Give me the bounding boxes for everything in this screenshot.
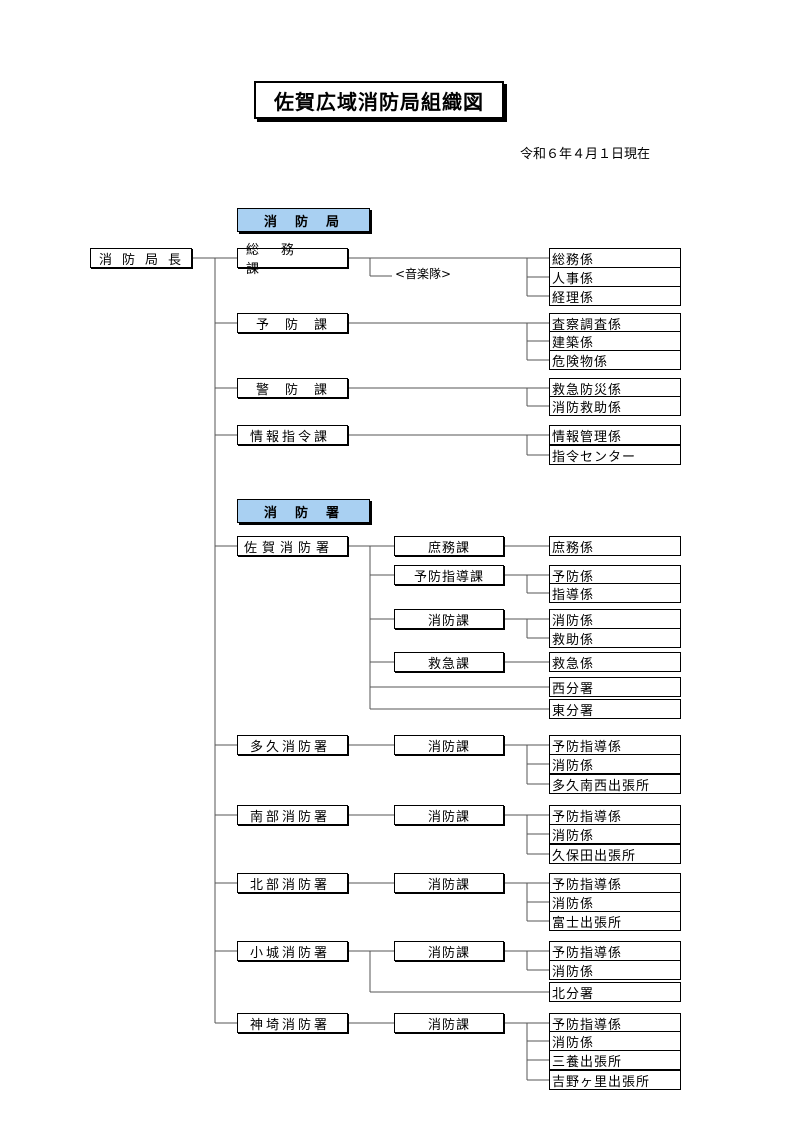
team-box: 予防係 xyxy=(549,565,681,585)
station-nanbu: 南部消防署 xyxy=(237,805,348,825)
team-box: 指導係 xyxy=(549,583,681,603)
division-general-affairs: 総務課 xyxy=(237,243,348,277)
station-taku: 多久消防署 xyxy=(237,735,348,755)
team-box: 多久南西出張所 xyxy=(549,774,681,794)
station-ogi: 小城消防署 xyxy=(237,941,348,961)
team-box: 消防係 xyxy=(549,960,681,980)
team-box: 指令センター xyxy=(549,445,681,465)
team-box: 救急係 xyxy=(549,652,681,672)
fire-chief-box: 消防局長 xyxy=(90,248,192,268)
station-saga: 佐賀消防署 xyxy=(237,536,348,556)
division-prevention: 予防課 xyxy=(237,313,348,333)
section-box: 予防指導課 xyxy=(394,565,504,585)
division-fire-defense: 警防課 xyxy=(237,378,348,398)
team-box: 消防係 xyxy=(549,609,681,629)
station-hokubu: 北部消防署 xyxy=(237,873,348,893)
team-box: 予防指導係 xyxy=(549,941,681,961)
section-box: 消防課 xyxy=(394,735,504,755)
team-box: 予防指導係 xyxy=(549,1013,681,1033)
team-box: 三養出張所 xyxy=(549,1050,681,1070)
team-box: 人事係 xyxy=(549,267,681,287)
team-box: 富士出張所 xyxy=(549,911,681,931)
chart-title: 佐賀広域消防局組織図 xyxy=(254,81,504,119)
section-box: 消防課 xyxy=(394,873,504,893)
section-box: 救急課 xyxy=(394,652,504,672)
team-box: 消防係 xyxy=(549,1031,681,1051)
team-box: 経理係 xyxy=(549,286,681,306)
team-box: 予防指導係 xyxy=(549,735,681,755)
section-box: 消防課 xyxy=(394,609,504,629)
station-kanzaki: 神埼消防署 xyxy=(237,1013,348,1033)
team-box: 庶務係 xyxy=(549,536,681,556)
music-band-annotation: <音楽隊> xyxy=(395,267,452,281)
team-box: 吉野ヶ里出張所 xyxy=(549,1070,681,1090)
team-box: 消防救助係 xyxy=(549,396,681,416)
team-box: 消防係 xyxy=(549,824,681,844)
team-box: 建築係 xyxy=(549,331,681,351)
branch-box: 西分署 xyxy=(549,677,681,697)
section-box: 消防課 xyxy=(394,941,504,961)
team-box: 情報管理係 xyxy=(549,425,681,445)
team-box: 査察調査係 xyxy=(549,313,681,333)
branch-box: 北分署 xyxy=(549,982,681,1002)
section-box: 消防課 xyxy=(394,1013,504,1033)
team-box: 消防係 xyxy=(549,892,681,912)
branch-box: 東分署 xyxy=(549,699,681,719)
as-of-date: 令和６年４月１日現在 xyxy=(520,147,651,162)
team-box: 救急防災係 xyxy=(549,378,681,398)
section-box: 庶務課 xyxy=(394,536,504,556)
section-header-bureau: 消防局 xyxy=(237,208,370,232)
division-dispatch: 情報指令課 xyxy=(237,425,348,445)
team-box: 消防係 xyxy=(549,754,681,774)
team-box: 久保田出張所 xyxy=(549,844,681,864)
team-box: 総務係 xyxy=(549,248,681,268)
section-box: 消防課 xyxy=(394,805,504,825)
section-header-stations: 消防署 xyxy=(237,499,370,523)
team-box: 予防指導係 xyxy=(549,805,681,825)
team-box: 予防指導係 xyxy=(549,873,681,893)
team-box: 救助係 xyxy=(549,628,681,648)
team-box: 危険物係 xyxy=(549,350,681,370)
